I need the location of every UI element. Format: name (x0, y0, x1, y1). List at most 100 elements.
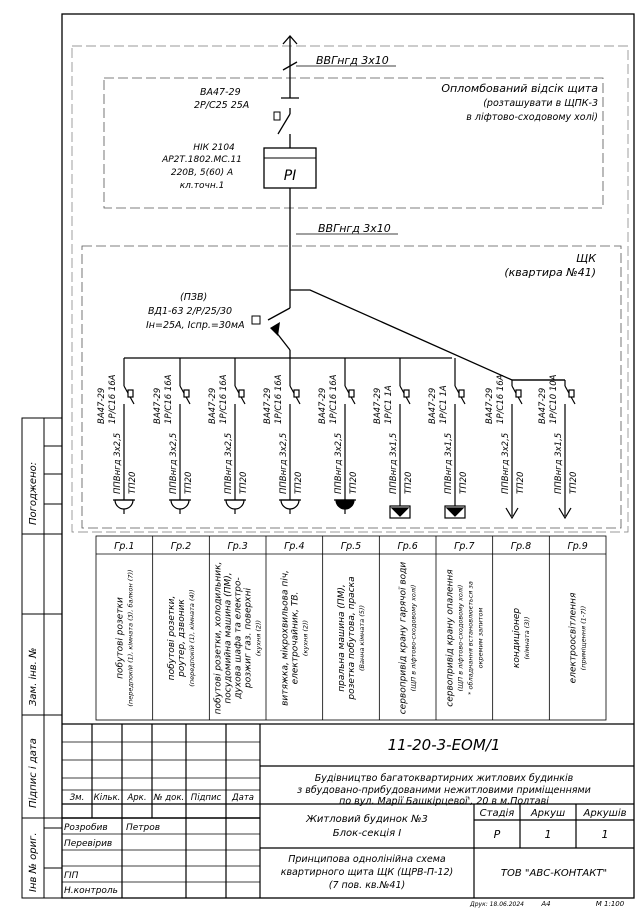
sheets-value: 1 (602, 828, 609, 841)
group-location: (кімната (3)) (523, 617, 531, 660)
title-block (62, 723, 634, 898)
group-description: побутові розетки, (167, 596, 177, 681)
sealed-compartment-note1: (розташувати в ЩПК-3 (483, 98, 598, 109)
group-location: (передпокій (1), кімната (3), балкон (7)… (126, 569, 134, 706)
group-label: Гр.4 (284, 541, 304, 552)
group-breaker-rating: 1Р/С16 16А (219, 374, 229, 424)
role-checked: Перевірив (64, 839, 112, 849)
group-breaker-rating: 1Р/С16 16А (274, 374, 284, 424)
company-name: ТОВ "АВС-КОНТАКТ" (501, 868, 607, 879)
footer-format: А4 (540, 900, 550, 908)
col-data: Дата (231, 793, 254, 803)
sheet-value: 1 (545, 828, 552, 841)
group-description: посудомийна машина (ПМ), (224, 572, 234, 703)
group-breaker-type: ВА47-29 (428, 388, 438, 424)
sealed-compartment-frame (103, 77, 604, 209)
rcd-label1: (ПЗВ) (180, 292, 207, 303)
apartment-board-subtitle: (квартира №41) (504, 266, 596, 279)
group-route: ТП20 (459, 472, 469, 494)
project-line1: Будівництво багатоквартирних житлових бу… (315, 773, 574, 784)
group-label: Гр.1 (114, 541, 134, 552)
outer-dashed-frame (71, 45, 629, 533)
group-description: духова шафа та електро- (234, 577, 244, 699)
sealed-compartment-title: Опломбований відсік щита (441, 82, 598, 95)
group-breaker-rating: 1Р/С16 16А (164, 374, 174, 424)
stage-header: Стадія (480, 807, 515, 819)
mid-cable-label: ВВГнгд 3х10 (318, 222, 391, 235)
group-breaker-type: ВА47-29 (485, 388, 495, 424)
col-ndok: № док. (153, 793, 184, 803)
group-route: ТП20 (404, 472, 414, 494)
meter-symbol (263, 147, 317, 189)
valve-actuator-symbol (389, 505, 411, 519)
group-breaker-type: ВА47-29 (263, 388, 273, 424)
group-breaker-type: ВА47-29 (97, 388, 107, 424)
apartment-board-title: ЩК (576, 252, 597, 265)
supply-line (277, 35, 299, 148)
drawing-line3: (7 пов. кв.№41) (329, 880, 405, 891)
side-agreed-label: Погоджено: (28, 462, 39, 525)
group-breaker-rating: 1Р/С1 1А (384, 385, 394, 424)
group-description: розжиг газ. поверхні (244, 588, 254, 689)
side-inv-orig-label: Інв № ориг. (28, 832, 39, 892)
group-circuit-4 (279, 358, 301, 514)
group-route: ТП20 (516, 472, 526, 494)
supply-cable-label: ВВГнгд 3х10 (316, 54, 389, 67)
group-breaker-type: ВА47-29 (208, 388, 218, 424)
group-location: (ЩП в ліфтово-сходовому холі) (410, 585, 418, 692)
side-replace-inv-label: Зам. інв. № (27, 648, 39, 706)
group-route: ТП20 (569, 472, 579, 494)
apartment-board-frame (81, 245, 622, 529)
group-breaker-type: ВА47-29 (538, 388, 548, 424)
group-circuit-2 (169, 358, 191, 514)
col-ark: Арк. (126, 793, 146, 803)
col-pidpys: Підпис (191, 793, 222, 803)
group-label: Гр.6 (397, 541, 417, 552)
rcd-label3: Iн=25А, Iспр.=30мА (146, 320, 245, 331)
building-line1: Житловий будинок №3 (305, 813, 428, 825)
group-breaker-rating: 1Р/С1 1А (439, 385, 449, 424)
group-route: ТП20 (128, 472, 138, 494)
agreed-block-frame (21, 417, 63, 535)
stage-value: Р (494, 828, 501, 841)
meter-symbol-label: PI (284, 168, 297, 184)
group-circuit-5 (334, 358, 356, 514)
group-label: Гр.7 (454, 541, 474, 552)
developer-name: Петров (126, 823, 160, 833)
group-location: (Ванна кімната (5)) (358, 605, 366, 671)
group-description: кондиціонер (512, 608, 522, 668)
group-circuit-1 (113, 358, 135, 514)
role-gip: ГІП (64, 871, 79, 881)
group-location: * обладнання встановлюється за (466, 581, 474, 695)
socket-symbol (225, 499, 245, 510)
socket-symbol (114, 499, 134, 510)
footer-scale: М 1:100 (596, 900, 625, 908)
group-cable: ППВнгд 3х2,5 (334, 433, 344, 494)
group-description: витяжка, мікрохвильова піч, (280, 570, 290, 706)
group-breaker-type: ВА47-29 (153, 388, 163, 424)
group-description: електрочайник, ТВ. (290, 592, 300, 685)
group-description: розетка побутова, праска (347, 576, 357, 700)
socket-symbol (280, 499, 300, 510)
group-description: побутові розетки (115, 597, 125, 679)
meter-model: НІК 2104 (193, 143, 235, 153)
meter-class: кл.точн.1 (180, 181, 225, 191)
main-breaker-type: ВА47-29 (200, 87, 241, 98)
col-zm: Зм. (70, 793, 85, 803)
group-description: сервопривід крану гарячої води (399, 562, 409, 715)
socket-symbol (335, 499, 355, 510)
group-location: (передпокій (1), кімната (4)) (188, 589, 196, 686)
drawing-line1: Принципова однолінійна схема (288, 854, 446, 865)
group-cable: ППВнгд 3х2,5 (224, 433, 234, 494)
group-location: окремим запитом (476, 608, 484, 669)
group-circuit-3 (224, 358, 246, 514)
group-circuit-6 (389, 358, 411, 519)
group-label: Гр.9 (567, 541, 587, 552)
group-cable: ППВнгд 3х2,5 (279, 433, 289, 494)
group-route: ТП20 (239, 472, 249, 494)
valve-actuator-symbol (444, 505, 466, 519)
doc-code: 11-20-3-ЕОМ/1 (388, 736, 501, 754)
